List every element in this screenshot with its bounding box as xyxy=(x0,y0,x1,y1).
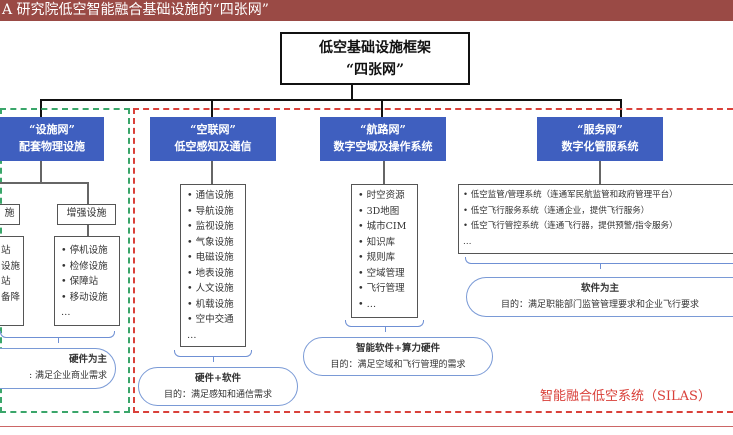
net-service: “服务网” 数字化管服系统 xyxy=(537,117,663,161)
connector xyxy=(599,161,601,185)
brace xyxy=(0,331,115,343)
connector xyxy=(87,182,89,204)
brace xyxy=(345,320,424,332)
brace xyxy=(465,257,733,269)
net-name: “服务网” xyxy=(577,123,623,136)
list-item: • 监视设施 xyxy=(187,221,234,232)
list-item: • 通信设施 xyxy=(187,190,234,201)
net-route: “航路网” 数字空域及操作系统 xyxy=(320,117,446,161)
list-item: … xyxy=(61,307,71,318)
figure-title: A 研究院低空智能融合基础设施的“四张网” xyxy=(0,0,733,21)
summary-title: 硬件+软件 xyxy=(195,373,241,384)
summary-title: 智能软件+算力硬件 xyxy=(356,343,440,354)
list-item: • 低空飞行服务系统（连通企业，提供飞行服务） xyxy=(463,205,650,216)
list-item: • 飞行管理 xyxy=(358,283,405,294)
net-desc: 数字化管服系统 xyxy=(561,140,639,153)
net-airlink: “空联网” 低空感知及通信 xyxy=(150,117,276,161)
list-item: … xyxy=(187,329,197,341)
list-item: • 低空监管/管理系统（连通军民航监管和政府管理平台） xyxy=(463,190,678,200)
list-item: • 规则库 xyxy=(358,252,396,263)
list-item: • 电磁设施 xyxy=(187,252,234,263)
facility-left-list: 站 设施 站 备降 xyxy=(0,236,24,326)
list-item: 备降 xyxy=(1,291,21,303)
facility-right-list: • 停机设施 • 检修设施 • 保障站 • 移动设施 … xyxy=(54,236,120,326)
summary-title: 硬件为主 xyxy=(68,354,107,365)
summary-title: 软件为主 xyxy=(580,283,619,294)
list-item: • 知识库 xyxy=(358,236,396,248)
bottom-rule xyxy=(0,426,733,427)
airlink-summary: 硬件+软件 目的：满足感知和通信需求 xyxy=(138,367,298,406)
list-item: • 人文设施 xyxy=(187,283,234,294)
route-list: • 时空资源 • 3D地图 • 城市CIM • 知识库 • 规则库 • 空域管理… xyxy=(351,184,418,318)
connector xyxy=(40,99,622,101)
route-summary: 智能软件+算力硬件 目的：满足空域和飞行管理的需求 xyxy=(303,337,493,376)
net-desc: 数字空域及操作系统 xyxy=(333,140,433,153)
service-list: • 低空监管/管理系统（连通军民航监管和政府管理平台） • 低空飞行服务系统（连… xyxy=(458,184,733,254)
root-node: 低空基础设施框架 “四张网” xyxy=(280,32,470,85)
list-item: • 导航设施 xyxy=(187,205,234,217)
summary-text: 目的：满足空域和飞行管理的需求 xyxy=(330,360,466,370)
list-item: • 时空资源 xyxy=(358,190,405,201)
list-item: • 地表设施 xyxy=(187,267,234,279)
root-line1: 低空基础设施框架 xyxy=(319,40,431,56)
summary-text: 目的：满足感知和通信需求 xyxy=(163,390,272,400)
list-item: • 移动设施 xyxy=(61,291,108,303)
net-desc: 低空感知及通信 xyxy=(174,140,252,153)
facility-sub-left: 施 xyxy=(0,204,20,225)
list-item: • 保障站 xyxy=(61,276,99,287)
list-item: • 机载设施 xyxy=(187,298,234,310)
list-item: • 城市CIM xyxy=(358,221,407,232)
list-item: … xyxy=(463,236,472,247)
net-desc: 配套物理设施 xyxy=(19,140,85,153)
list-item: • 气象设施 xyxy=(187,236,234,248)
list-item: 站 xyxy=(1,276,11,287)
list-item: • 停机设施 xyxy=(61,245,108,256)
list-item: • 空中交通 xyxy=(187,314,234,325)
list-item: • 检修设施 xyxy=(61,260,108,272)
list-item: • 3D地图 xyxy=(358,205,400,217)
facility-sub-enhanced: 增强设施 xyxy=(57,204,116,225)
airlink-list: • 通信设施 • 导航设施 • 监视设施 • 气象设施 • 电磁设施 • 地表设… xyxy=(180,184,246,347)
net-name: “空联网” xyxy=(190,123,236,136)
silas-label: 智能融合低空系统（SILAS） xyxy=(540,389,711,404)
summary-text: 目的：满足职能部门监管管理要求和企业飞行要求 xyxy=(500,300,699,310)
summary-text: : 满足企业商业需求 xyxy=(29,371,107,381)
connector xyxy=(87,225,89,237)
connector xyxy=(40,161,42,183)
list-item: • … xyxy=(358,298,377,310)
list-item: • 空域管理 xyxy=(358,267,405,279)
list-item: 站 xyxy=(1,245,11,256)
service-summary: 软件为主 目的：满足职能部门监管管理要求和企业飞行要求 xyxy=(466,277,733,317)
connector xyxy=(0,182,88,184)
net-facility: “设施网” 配套物理设施 xyxy=(0,117,104,161)
list-item: • 低空飞行管控系统（连通飞行器，提供预警/指令服务） xyxy=(463,221,678,231)
net-name: “设施网” xyxy=(29,123,75,136)
list-item: 设施 xyxy=(1,260,21,272)
connector xyxy=(211,161,213,185)
brace xyxy=(174,350,252,362)
facility-summary: 硬件为主 : 满足企业商业需求 xyxy=(0,348,116,389)
root-line2: “四张网” xyxy=(345,62,405,78)
connector xyxy=(383,161,385,185)
net-name: “航路网” xyxy=(360,123,406,136)
connector xyxy=(351,85,353,100)
silas-region xyxy=(133,108,733,413)
